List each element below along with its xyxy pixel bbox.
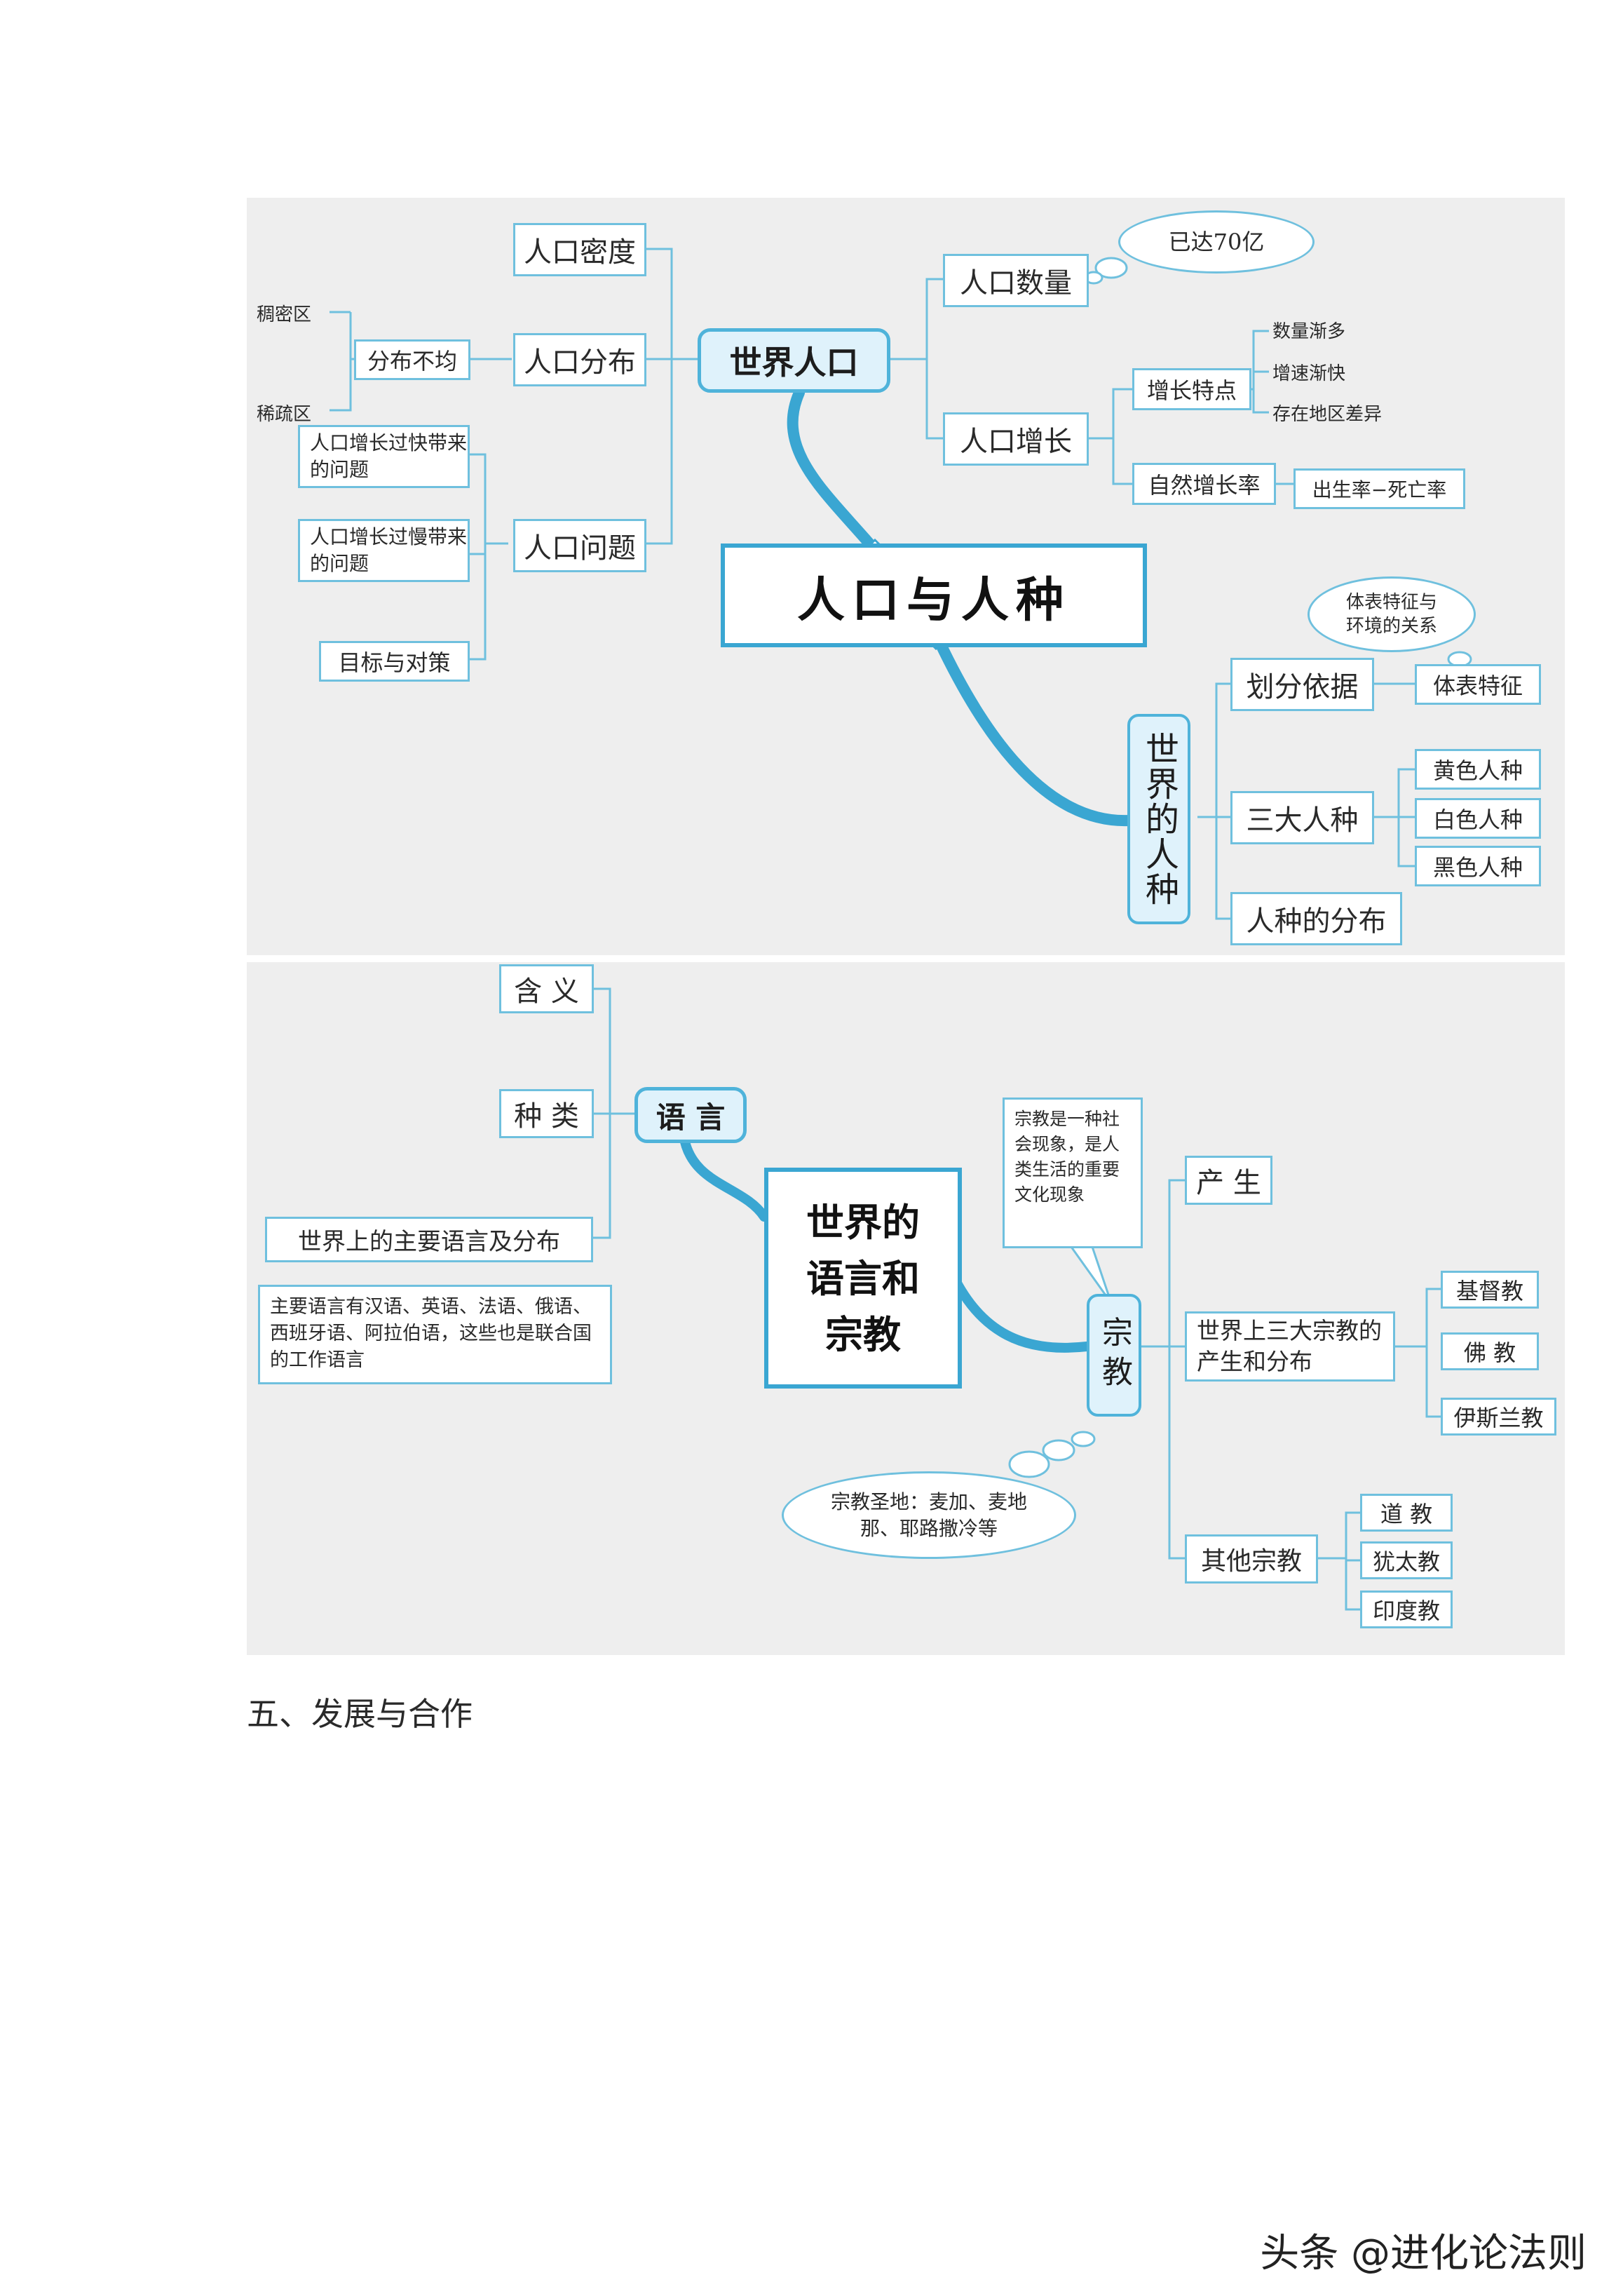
note-main-languages: 主要语言有汉语、英语、法语、俄语、西班牙语、阿拉伯语，这些也是联合国的工作语言: [258, 1285, 612, 1384]
node-white-race: 白色人种: [1415, 798, 1541, 839]
node-natural-growth-rate: 自然增长率: [1132, 463, 1276, 505]
node-islam: 伊斯兰教: [1441, 1398, 1556, 1436]
node-three-races: 三大人种: [1230, 791, 1374, 844]
judaism-text: 犹太教: [1372, 1548, 1440, 1575]
node-hinduism: 印度教: [1360, 1591, 1453, 1628]
bubble-seven-billion: 已达70亿: [1118, 210, 1315, 274]
slow-growth-text: 人口增长过慢带来的问题: [310, 525, 468, 575]
black-race-text: 黑色人种: [1432, 854, 1523, 881]
node-judaism: 犹太教: [1360, 1541, 1453, 1579]
center-title-population-race: 人口与人种: [721, 543, 1147, 647]
hub-world-races-label: 世界的人种: [1139, 731, 1179, 907]
node-population-density-label: 人口密度: [524, 236, 636, 269]
node-growth-features: 增长特点: [1132, 368, 1251, 410]
dense-area-text: 稠密区: [257, 304, 312, 325]
node-fast-growth-problems: 人口增长过快带来的问题: [298, 425, 470, 488]
node-taoism: 道 教: [1360, 1494, 1453, 1532]
hub-language: 语 言: [634, 1087, 747, 1143]
origin-label: 产 生: [1196, 1167, 1261, 1199]
node-population-distribution: 人口分布: [513, 333, 646, 386]
feature-2-text: 增速渐快: [1272, 363, 1346, 384]
node-christianity: 基督教: [1441, 1271, 1539, 1309]
types-label: 种 类: [514, 1100, 579, 1133]
feature-1-text: 数量渐多: [1272, 321, 1346, 342]
hub-religion: 宗教: [1087, 1294, 1141, 1417]
hub-religion-label: 宗教: [1096, 1316, 1132, 1395]
hub-language-label: 语 言: [656, 1100, 726, 1135]
section-heading: 五、发展与合作: [247, 1695, 473, 1733]
node-body-features: 体表特征: [1415, 664, 1541, 705]
feature-3-text: 存在地区差异: [1272, 404, 1383, 425]
label-feature-1: 数量渐多: [1272, 317, 1345, 343]
definition-text: 宗教是一种社会现象，是人类生活的重要文化现象: [1014, 1109, 1120, 1205]
hub-world-races: 世界的人种: [1127, 714, 1190, 924]
label-dense-area: 稠密区: [257, 300, 311, 326]
hinduism-text: 印度教: [1372, 1598, 1440, 1624]
yellow-race-text: 黄色人种: [1432, 757, 1523, 784]
basis-label: 划分依据: [1246, 671, 1359, 703]
node-main-languages: 世界上的主要语言及分布: [265, 1217, 593, 1262]
center-title-2-text: 世界的语言和宗教: [806, 1199, 920, 1357]
node-population-growth: 人口增长: [943, 412, 1089, 466]
main-languages-label: 世界上的主要语言及分布: [298, 1228, 560, 1256]
node-uneven-label: 分布不均: [367, 348, 457, 374]
node-other-religions: 其他宗教: [1185, 1534, 1318, 1583]
fast-growth-text: 人口增长过快带来的问题: [310, 431, 468, 481]
other-religions-label: 其他宗教: [1200, 1547, 1302, 1576]
body-environment-text: 体表特征与环境的关系: [1345, 592, 1437, 637]
node-three-major-religions: 世界上三大宗教的产生和分布: [1185, 1311, 1395, 1382]
node-goals-strategies: 目标与对策: [319, 641, 470, 682]
hub-world-population-label: 世界人口: [729, 344, 859, 381]
hub-world-population: 世界人口: [698, 328, 890, 393]
center-title-language-religion: 世界的语言和宗教: [764, 1168, 962, 1389]
node-population-problems-label: 人口问题: [524, 532, 636, 565]
quantity-label: 人口数量: [960, 267, 1072, 299]
christianity-text: 基督教: [1455, 1278, 1523, 1304]
goals-text: 目标与对策: [338, 649, 451, 676]
white-race-text: 白色人种: [1432, 806, 1523, 833]
node-population-quantity: 人口数量: [943, 254, 1089, 307]
node-race-distribution: 人种的分布: [1230, 892, 1402, 945]
bubble-body-environment: 体表特征与环境的关系: [1308, 576, 1476, 652]
note-religion-definition: 宗教是一种社会现象，是人类生活的重要文化现象: [1003, 1098, 1143, 1248]
node-buddhism: 佛 教: [1441, 1332, 1539, 1370]
node-language-meaning: 含 义: [499, 964, 594, 1013]
node-religion-origin: 产 生: [1185, 1156, 1272, 1205]
growth-label: 人口增长: [960, 426, 1072, 458]
watermark: 头条 @进化论法则: [1260, 2231, 1587, 2276]
node-language-types: 种 类: [499, 1089, 594, 1138]
main-note-text: 主要语言有汉语、英语、法语、俄语、西班牙语、阿拉伯语，这些也是联合国的工作语言: [270, 1296, 592, 1371]
seven-billion-text: 已达70亿: [1168, 229, 1265, 255]
race-distribution-label: 人种的分布: [1246, 905, 1387, 938]
center-title-text: 人口与人种: [796, 572, 1071, 628]
node-classification-basis: 划分依据: [1230, 658, 1374, 711]
node-population-distribution-label: 人口分布: [524, 346, 636, 379]
three-races-label: 三大人种: [1246, 804, 1359, 837]
node-population-density: 人口密度: [513, 223, 646, 276]
holy-places-text: 宗教圣地：麦加、麦地那、耶路撒冷等: [830, 1490, 1027, 1540]
taoism-text: 道 教: [1380, 1501, 1433, 1527]
label-sparse-area: 稀疏区: [257, 400, 311, 426]
node-population-problems: 人口问题: [513, 519, 646, 572]
label-feature-2: 增速渐快: [1272, 359, 1345, 385]
meaning-label: 含 义: [514, 975, 579, 1008]
bubble-holy-places: 宗教圣地：麦加、麦地那、耶路撒冷等: [782, 1471, 1076, 1559]
three-major-text: 世界上三大宗教的产生和分布: [1197, 1317, 1382, 1375]
label-feature-3: 存在地区差异: [1272, 400, 1382, 426]
formula-text: 出生率−死亡率: [1312, 478, 1447, 501]
buddhism-text: 佛 教: [1463, 1339, 1516, 1366]
body-features-text: 体表特征: [1432, 673, 1523, 699]
node-slow-growth-problems: 人口增长过慢带来的问题: [298, 519, 470, 582]
node-black-race: 黑色人种: [1415, 846, 1541, 886]
growth-features-text: 增长特点: [1146, 377, 1237, 404]
sparse-area-text: 稀疏区: [257, 404, 312, 425]
islam-text: 伊斯兰教: [1453, 1405, 1544, 1431]
natural-rate-text: 自然增长率: [1148, 472, 1261, 499]
node-rate-formula: 出生率−死亡率: [1293, 468, 1465, 509]
node-yellow-race: 黄色人种: [1415, 749, 1541, 790]
node-uneven-distribution: 分布不均: [354, 339, 470, 380]
